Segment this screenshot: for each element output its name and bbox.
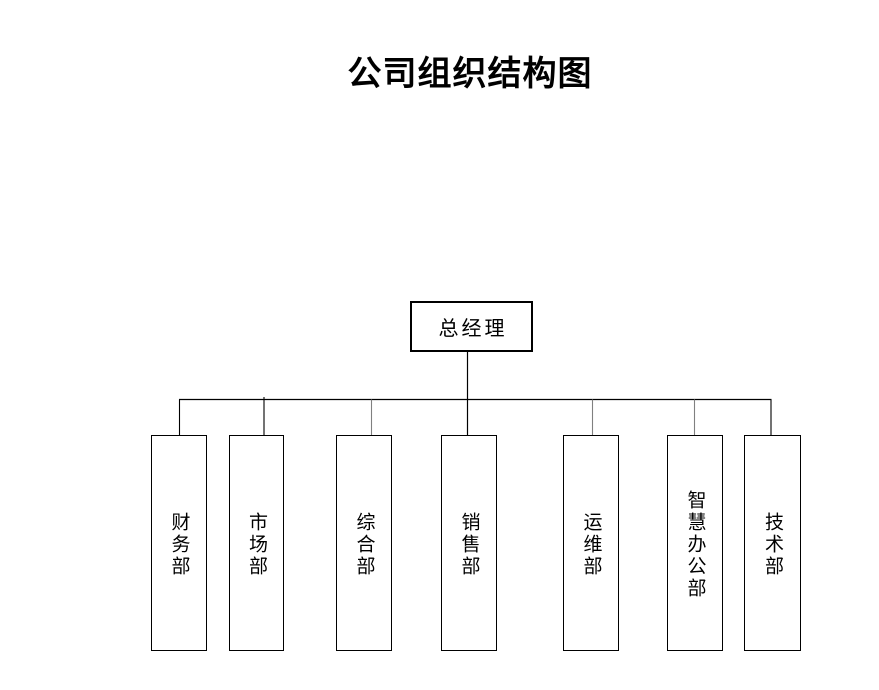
root-box-label: 总经理	[438, 318, 508, 340]
dept-label-smart-office: 智慧办公部	[684, 489, 706, 600]
dept-label-sales: 销售部	[458, 511, 480, 578]
dept-box-general-affairs: 综合部	[336, 435, 392, 651]
dept-box-smart-office: 智慧办公部	[667, 435, 723, 651]
dept-box-operations: 运维部	[563, 435, 619, 651]
dept-label-marketing: 市场部	[246, 511, 267, 578]
dept-box-finance: 财务部	[151, 435, 207, 651]
root-box-general-manager: 总经理	[410, 301, 533, 352]
dept-label-finance: 财务部	[168, 511, 190, 578]
dept-box-sales: 销售部	[441, 435, 497, 651]
dept-box-technology: 技术部	[744, 435, 801, 651]
dept-box-marketing: 市场部	[229, 435, 284, 651]
dept-label-technology: 技术部	[762, 511, 783, 578]
chart-title: 公司组织结构图	[347, 56, 593, 93]
dept-label-general-affairs: 综合部	[353, 511, 375, 578]
dept-label-operations: 运维部	[580, 511, 602, 578]
